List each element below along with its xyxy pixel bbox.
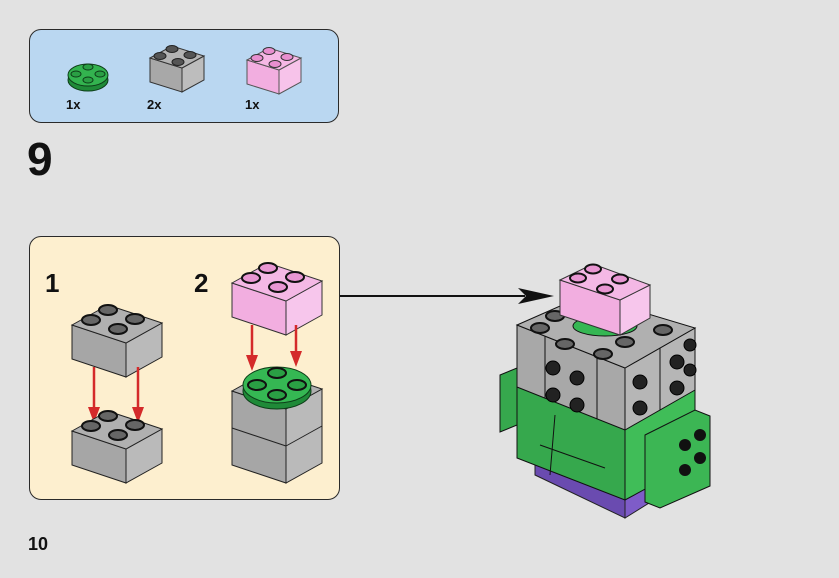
gray-brick-bottom-icon [70,410,164,484]
green-round-plate-icon [67,63,109,92]
parts-list-panel: 1x 2x 1x [29,29,339,123]
sub-step-label: 1 [45,268,60,298]
callout-arrow-icon [340,288,554,304]
part-quantity: 1x [66,97,81,112]
down-arrow-icon [246,325,302,371]
down-arrow-icon [88,367,144,423]
part-quantity: 2x [147,97,162,112]
sub-assembly-panel: 1 2 [29,236,340,500]
part-quantity: 1x [245,97,260,112]
pink-brick-icon [230,262,324,336]
model-assembly-icon [499,263,711,519]
pink-brick-icon [245,47,303,95]
stacked-gray-bricks-with-green-plate-icon [230,366,324,484]
gray-brick-top-icon [70,304,164,378]
gray-brick-icon [148,45,206,93]
page-number: 10 [28,534,49,554]
sub-step-label: 2 [194,268,209,298]
step-number: 9 [27,133,53,185]
